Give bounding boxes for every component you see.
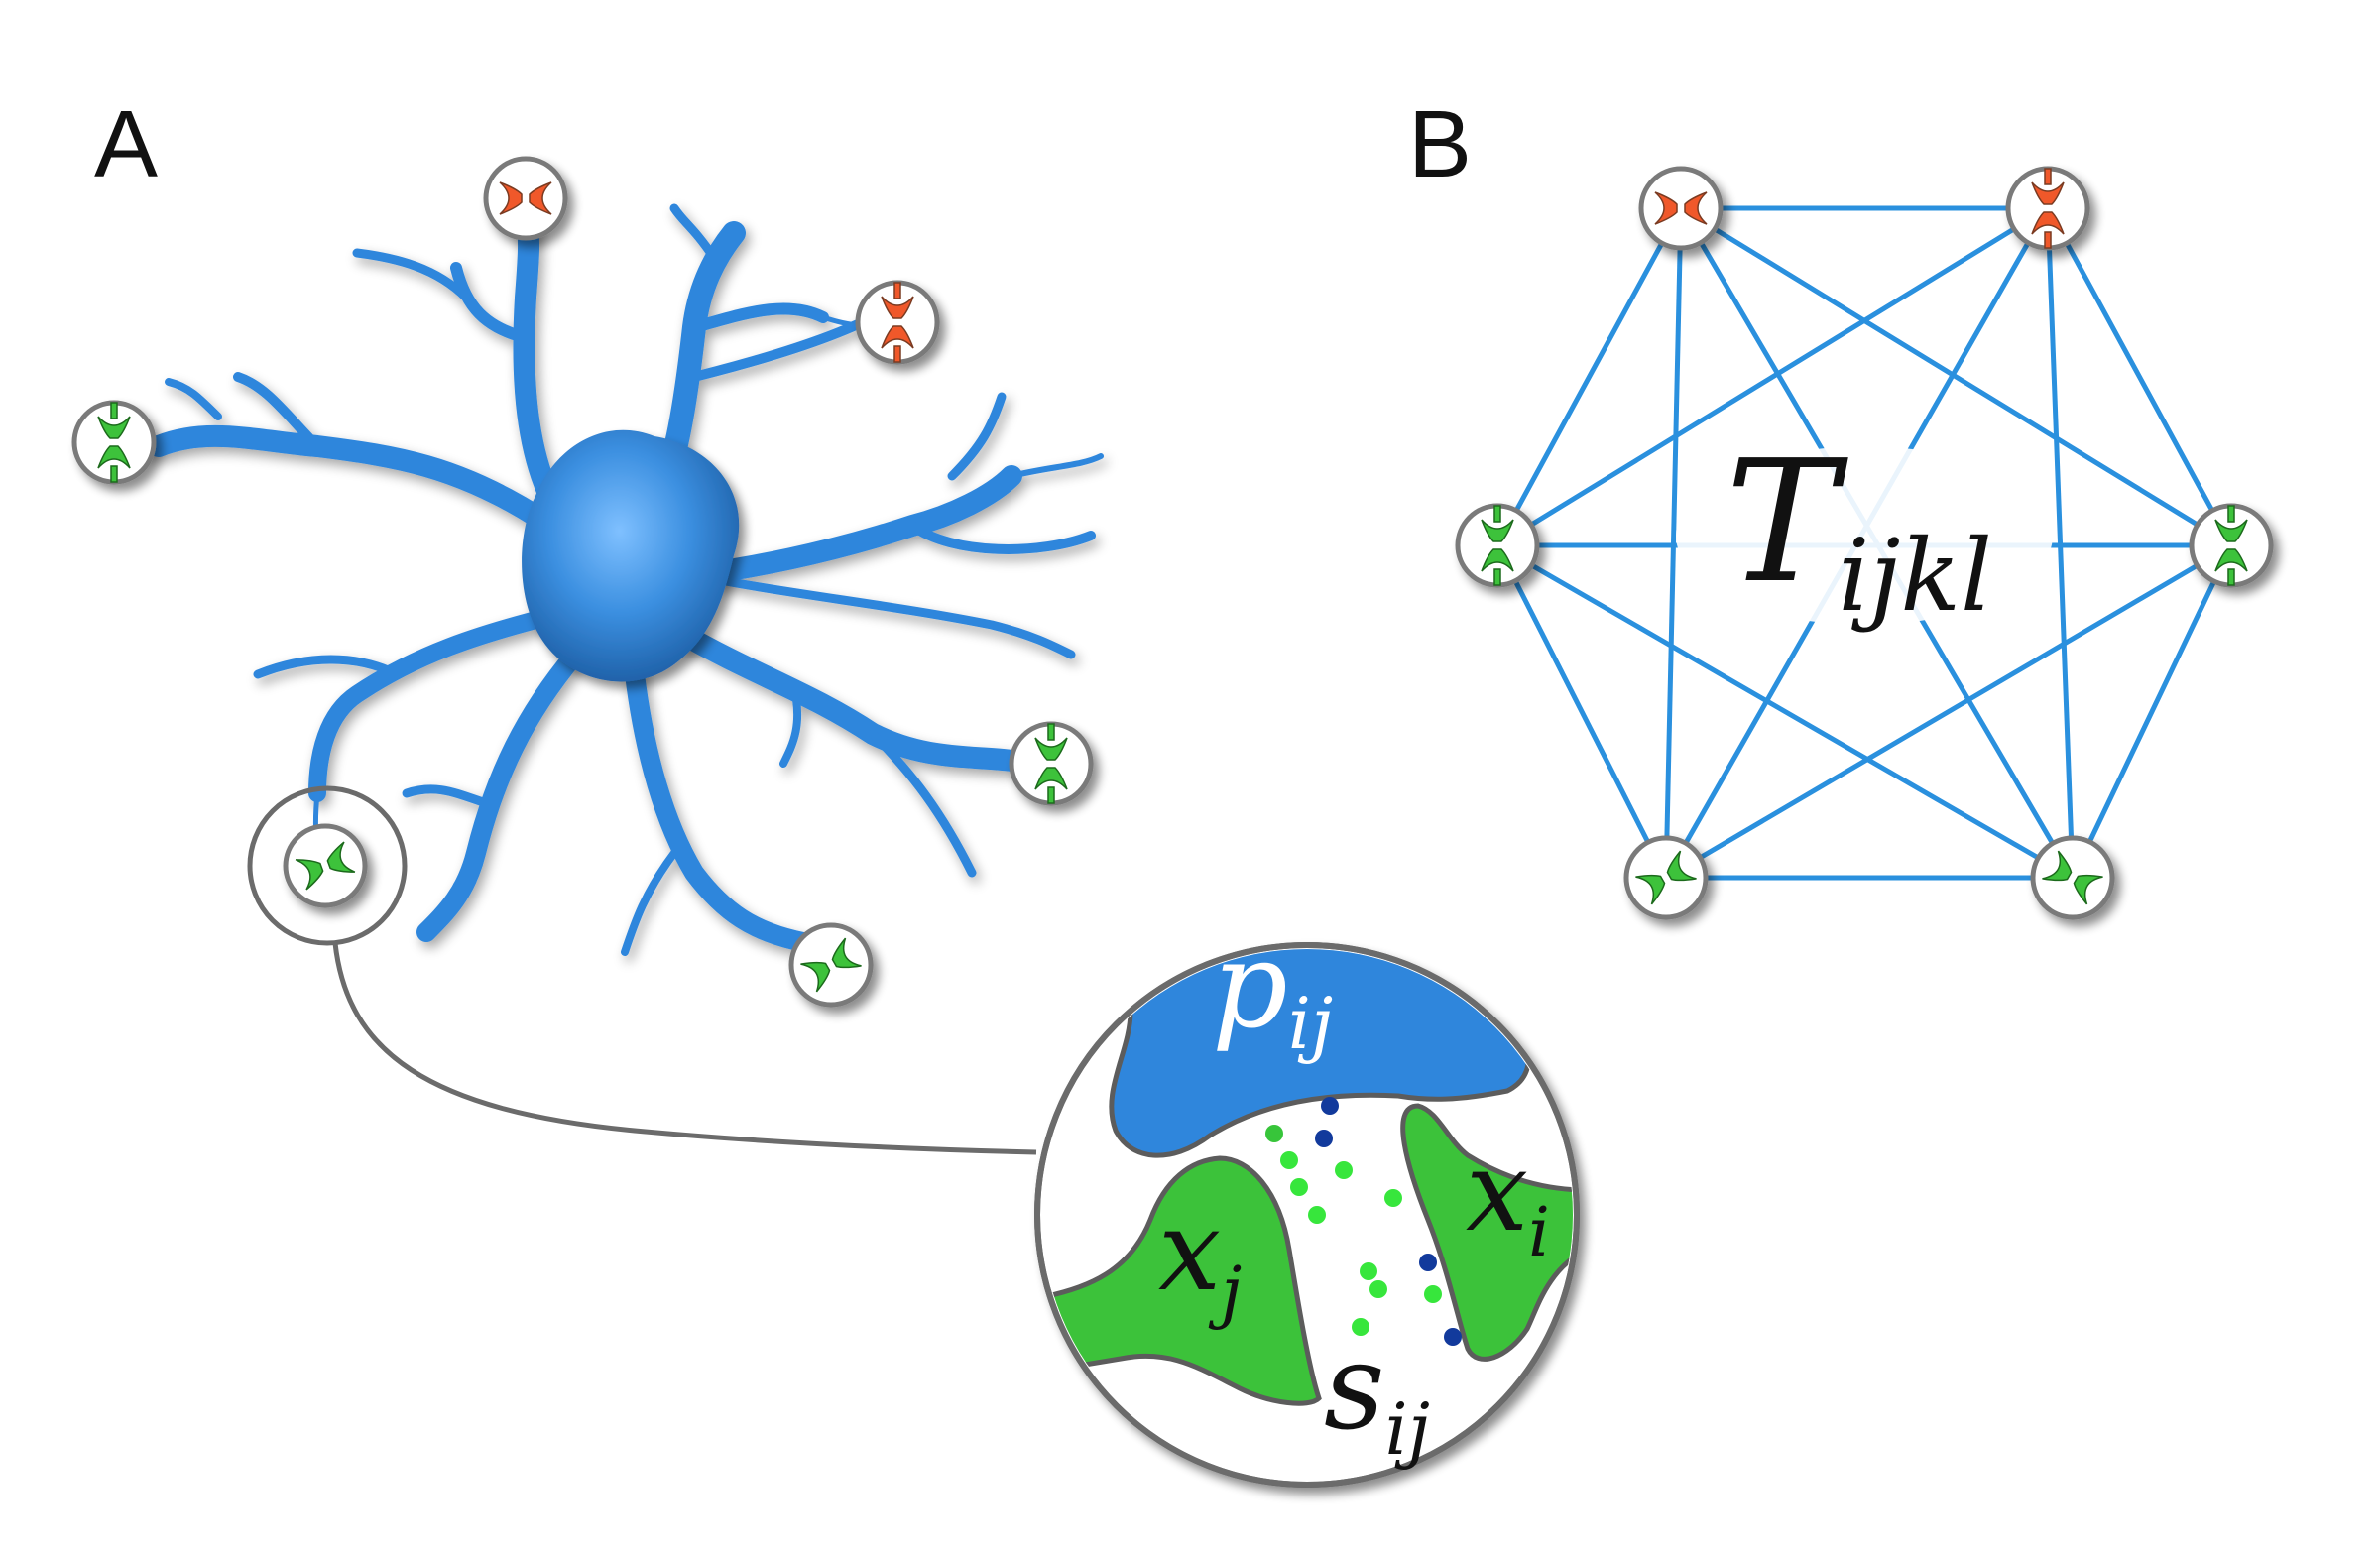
tensor-label: Tijkl (1726, 424, 1992, 634)
dendrite (308, 606, 564, 802)
dendrite (1009, 453, 1104, 479)
dendrite (947, 392, 1007, 481)
excitatory-synapse-icon (1455, 503, 1540, 588)
dendrite (683, 465, 1022, 586)
excitatory-synapse-icon (71, 400, 157, 485)
excitatory-synapse-icon (2189, 503, 2274, 588)
synapse-zoom-ring (247, 785, 408, 946)
label-p-ij: pij (1212, 917, 1333, 1065)
synapse-zoom-icon: pij xj xi sij (1034, 917, 1580, 1488)
inhibitory-synapse-icon (855, 280, 940, 365)
excitatory-synapse-icon (1009, 721, 1094, 806)
label-x-i: xi (1466, 1128, 1550, 1272)
inhibitory-synapse-icon (2005, 166, 2090, 251)
dendrite (148, 424, 546, 527)
excitatory-synapse-icon (788, 922, 874, 1008)
neuron-soma (522, 429, 740, 682)
zoom-connector-line (332, 942, 1037, 1155)
dendrite (688, 302, 829, 333)
dendrite (689, 312, 878, 382)
postsynaptic-right (1400, 1103, 1573, 1362)
neuron-icon (115, 202, 1104, 956)
dendrite (907, 521, 1096, 554)
dendrite (625, 664, 813, 952)
neurotransmitters (1265, 1097, 1462, 1346)
postsynaptic-left (1041, 1155, 1322, 1406)
inhibitory-synapse-icon (483, 156, 568, 241)
dendrite (669, 203, 719, 263)
excitatory-synapse-icon (2030, 835, 2115, 920)
excitatory-synapse-icon (283, 823, 368, 908)
dendrite (868, 729, 977, 878)
dendrite (253, 655, 402, 679)
panel-a-label: A (94, 91, 158, 197)
dendrite (450, 262, 530, 343)
label-s-ij: sij (1324, 1319, 1430, 1471)
dendrite (233, 372, 322, 451)
inhibitory-synapse-icon (1638, 166, 1724, 251)
dendrite (402, 784, 491, 808)
dendrite (621, 849, 678, 956)
dendrite (352, 248, 471, 302)
dendrite (416, 645, 585, 942)
dendrite (673, 624, 1042, 775)
dendrite (779, 680, 802, 768)
panel-b-label: B (1408, 91, 1472, 197)
dendrite (689, 570, 1076, 659)
dendrite (165, 378, 222, 420)
excitatory-synapse-icon (1623, 835, 1709, 920)
